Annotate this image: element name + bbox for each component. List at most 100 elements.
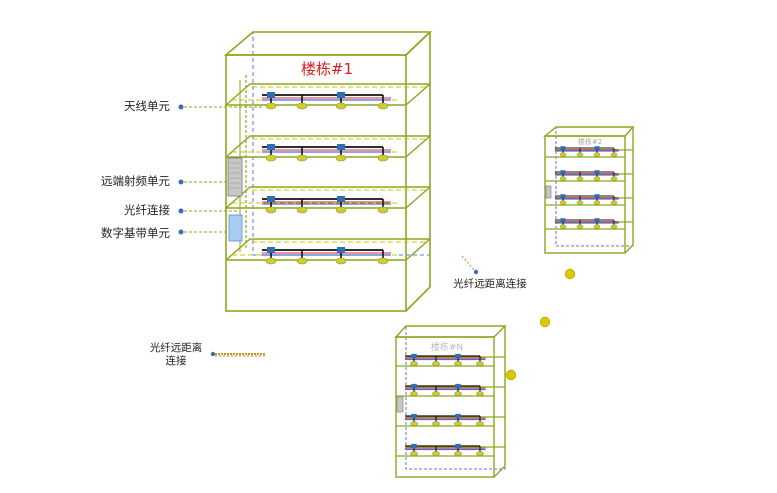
legend-rru-marker [178, 179, 184, 185]
splitter-icon [560, 146, 566, 150]
legend-remote-rf-unit-label: 远端射频单元 [101, 174, 170, 188]
remote-rf-unit-small [545, 185, 552, 199]
antenna-icon [296, 154, 308, 162]
splitter-icon [560, 194, 566, 198]
antenna-icon [559, 224, 567, 229]
splitter-icon [411, 443, 417, 449]
legend-fiber-connection-label: 光纤连接 [124, 203, 170, 217]
splitter-icon [337, 92, 345, 98]
building-upper-right-cabling [555, 146, 619, 229]
splitter-icon [267, 92, 275, 98]
legend: 天线单元 远端射频单元 光纤连接 数字基带单元 [101, 99, 262, 240]
antenna-icon [296, 257, 308, 265]
antenna-icon [432, 421, 440, 427]
antenna-icon [432, 361, 440, 367]
legend-baseband-unit-label: 数字基带单元 [101, 226, 170, 240]
building-upper-right-title: 楼栋#2 [578, 137, 602, 146]
remote-rf-unit-small [396, 396, 404, 413]
antenna-icon [377, 102, 389, 110]
antenna-icon [410, 391, 418, 397]
antenna-icon [377, 257, 389, 265]
antenna-icon [476, 421, 484, 427]
splitter-icon [455, 383, 461, 389]
antenna-icon [410, 451, 418, 457]
building-lower-middle-cabling [405, 353, 486, 457]
splitter-icon [455, 413, 461, 419]
antenna-icon [265, 257, 277, 265]
antenna-icon [265, 206, 277, 214]
splitter-icon [594, 170, 600, 174]
splitter-icon [594, 218, 600, 222]
long-fiber-right: 光纤远距离连接 [453, 255, 527, 290]
antenna-icon [576, 224, 584, 229]
long-fiber-left: 光纤远距离 连接 [150, 341, 265, 367]
antenna-icon [265, 154, 277, 162]
antenna-icon [335, 154, 347, 162]
splitter-icon [455, 443, 461, 449]
antenna-icon [335, 206, 347, 214]
legend-bbu-marker [178, 229, 184, 235]
splitter-icon [337, 196, 345, 202]
splitter-icon [267, 196, 275, 202]
antenna-icon [610, 200, 618, 205]
antenna-icon [559, 152, 567, 157]
antenna-icon [335, 102, 347, 110]
ellipsis-dots [505, 268, 576, 381]
legend-fiber-marker [178, 208, 184, 214]
antenna-icon [593, 200, 601, 205]
antenna-icon [593, 176, 601, 181]
antenna-icon [559, 200, 567, 205]
antenna-icon [454, 361, 462, 367]
antenna-icon [454, 451, 462, 457]
antenna-icon [454, 421, 462, 427]
antenna-icon [476, 361, 484, 367]
antenna-icon [593, 224, 601, 229]
building-lower-middle-title: 楼栋#N [431, 341, 463, 353]
antenna-icon [410, 421, 418, 427]
baseband-unit [228, 214, 243, 242]
splitter-icon [411, 353, 417, 359]
splitter-icon [560, 218, 566, 222]
long-fiber-right-label: 光纤远距离连接 [453, 277, 527, 290]
splitter-icon [560, 170, 566, 174]
legend-antenna-unit-label: 天线单元 [124, 99, 170, 113]
antenna-icon [335, 257, 347, 265]
antenna-icon [410, 361, 418, 367]
antenna-icon [265, 102, 277, 110]
splitter-icon [411, 383, 417, 389]
antenna-icon [610, 176, 618, 181]
splitter-icon [594, 194, 600, 198]
splitter-icon [411, 413, 417, 419]
antenna-icon [476, 391, 484, 397]
splitter-icon [337, 247, 345, 253]
building-main-floors [225, 83, 431, 261]
antenna-icon [593, 152, 601, 157]
splitter-icon [267, 144, 275, 150]
building-main-cabling [262, 92, 391, 265]
antenna-icon [576, 152, 584, 157]
legend-antenna-marker [178, 104, 184, 110]
long-fiber-left-label-1: 光纤远距离 [150, 341, 203, 354]
antenna-icon [432, 451, 440, 457]
building-upper-right: 楼栋#2 [543, 126, 635, 254]
splitter-icon [594, 146, 600, 150]
antenna-icon [377, 206, 389, 214]
building-lower-middle: 楼栋#N [394, 325, 507, 478]
antenna-icon [610, 152, 618, 157]
antenna-icon [454, 391, 462, 397]
antenna-icon [296, 206, 308, 214]
building-main-title: 楼栋#1 [301, 60, 353, 78]
antenna-icon [476, 451, 484, 457]
building-main-top [223, 31, 432, 56]
antenna-icon [576, 176, 584, 181]
remote-rf-unit [227, 157, 243, 197]
long-fiber-left-label-2: 连接 [166, 354, 187, 367]
antenna-icon [432, 391, 440, 397]
splitter-icon [267, 247, 275, 253]
splitter-icon [337, 144, 345, 150]
antenna-icon [377, 154, 389, 162]
splitter-icon [455, 353, 461, 359]
building-main: 楼栋#1 [223, 31, 432, 312]
antenna-icon [296, 102, 308, 110]
